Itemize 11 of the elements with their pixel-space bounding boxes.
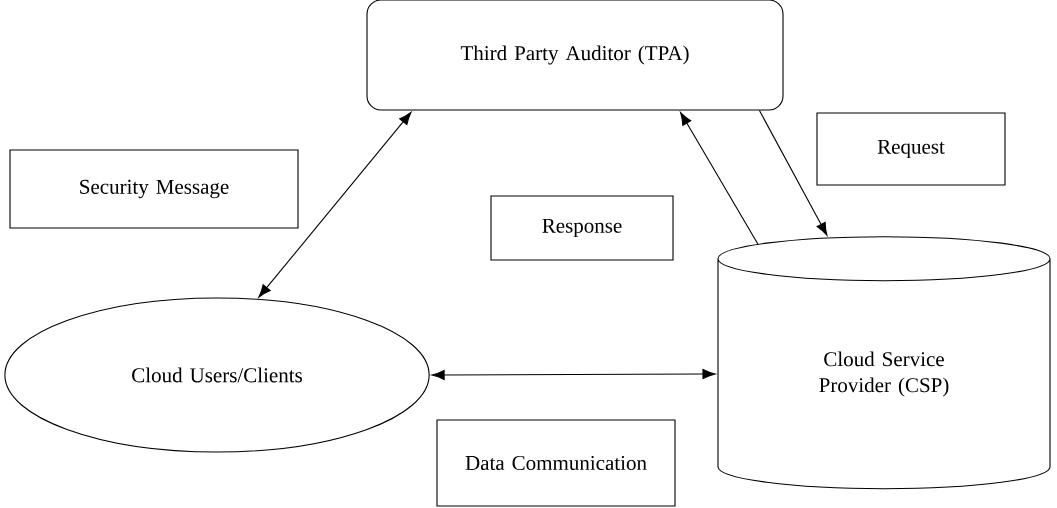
text-box: Security Message xyxy=(9,149,299,229)
cylinder-node: Cloud Service Provider (CSP) xyxy=(717,236,1051,490)
process-box: Third Party Auditor (TPA) xyxy=(366,0,784,111)
text-box: Response xyxy=(490,195,674,261)
ellipse-node: Cloud Users/Clients xyxy=(4,297,430,453)
text-box: Request xyxy=(816,112,1006,186)
arrow xyxy=(258,111,412,298)
arrow xyxy=(680,112,759,245)
text-box: Data Communication xyxy=(436,419,676,507)
arrow xyxy=(758,110,828,236)
arrow xyxy=(431,368,716,381)
